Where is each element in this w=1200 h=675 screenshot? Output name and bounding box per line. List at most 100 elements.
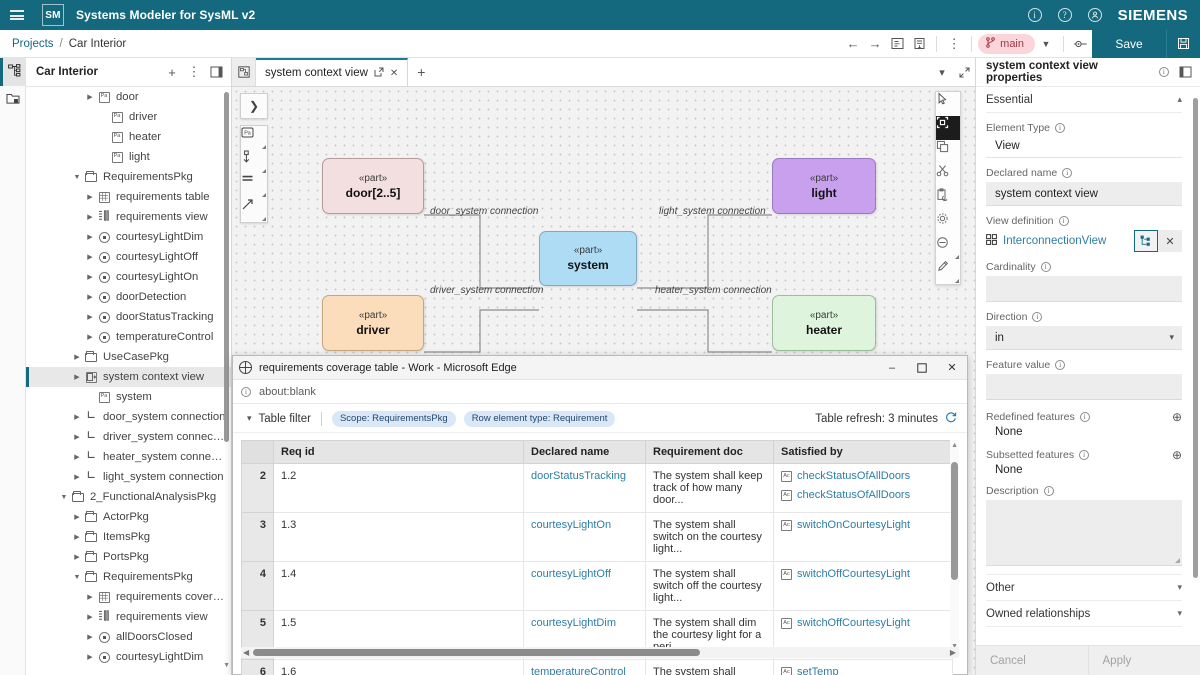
diagram-node-light[interactable]: «part»light: [772, 158, 876, 214]
tree-item-courtesylightoff[interactable]: ▶courtesyLightOff: [26, 247, 232, 267]
chevron-right-icon[interactable]: ▶: [84, 193, 96, 201]
description-textarea[interactable]: [986, 500, 1182, 566]
tree-item-doorstatustracking[interactable]: ▶doorStatusTracking: [26, 307, 232, 327]
help-icon[interactable]: ?: [1050, 0, 1080, 30]
connection-tool-icon[interactable]: [241, 198, 267, 222]
save-disk-icon[interactable]: [1166, 30, 1200, 58]
section-other[interactable]: Other ▾: [986, 574, 1182, 600]
attribute-tool-icon[interactable]: [241, 174, 267, 198]
declared-name-input[interactable]: system context view: [986, 182, 1182, 206]
port-tool-icon[interactable]: [241, 150, 267, 174]
more-vertical-icon[interactable]: ⋮: [943, 30, 965, 58]
chevron-right-icon[interactable]: ▶: [71, 413, 83, 421]
tree-item-light[interactable]: Palight: [26, 147, 232, 167]
tree-item-alldoorsclosed[interactable]: ▶allDoorsClosed: [26, 627, 232, 647]
info-circle-icon[interactable]: i: [1055, 360, 1065, 370]
chevron-right-icon[interactable]: ▶: [71, 433, 83, 441]
chevron-right-icon[interactable]: ▶: [71, 353, 83, 361]
chevron-right-icon[interactable]: ▶: [84, 273, 96, 281]
chevron-right-icon[interactable]: ▶: [71, 453, 83, 461]
cell-satisfied-by[interactable]: AcswitchOffCourtesyLight: [774, 562, 953, 611]
chevron-right-icon[interactable]: ▶: [84, 653, 96, 661]
hscroll-right-arrow[interactable]: ▶: [950, 648, 956, 657]
tree-vertical-scrollbar[interactable]: [224, 92, 229, 442]
close-icon[interactable]: ✕: [390, 68, 398, 79]
table-body[interactable]: 21.2doorStatusTrackingThe system shall k…: [242, 464, 953, 675]
cell-satisfied-by[interactable]: AccheckStatusOfAllDoorsAccheckStatusOfAl…: [774, 464, 953, 513]
maximize-button[interactable]: [907, 356, 937, 380]
expand-palette-icon[interactable]: ❯: [241, 94, 267, 118]
tree-item-requirements-table[interactable]: ▶requirements table: [26, 187, 232, 207]
branch-selector[interactable]: main: [978, 34, 1035, 54]
collapse-panel-icon[interactable]: [205, 61, 227, 83]
section-references[interactable]: References ▾: [986, 626, 1182, 631]
model-tree[interactable]: ▶PadoorPadriverPaheaterPalight▼Requireme…: [26, 87, 232, 675]
tree-item-door-system-connection[interactable]: ▶door_system connection: [26, 407, 232, 427]
cardinality-input[interactable]: [986, 276, 1182, 302]
satisfied-by-link[interactable]: setTemp: [797, 666, 839, 675]
cancel-button[interactable]: Cancel: [976, 646, 1088, 675]
cell-declared-name[interactable]: doorStatusTracking: [524, 464, 646, 513]
minimize-button[interactable]: –: [877, 356, 907, 380]
table-column-header[interactable]: Declared name: [524, 441, 646, 464]
chevron-right-icon[interactable]: ▶: [84, 293, 96, 301]
chevron-right-icon[interactable]: ▶: [84, 313, 96, 321]
tree-item-doordetection[interactable]: ▶doorDetection: [26, 287, 232, 307]
cell-satisfied-by[interactable]: AcsetTempAccompareTemp: [774, 660, 953, 675]
compare-icon[interactable]: [886, 30, 908, 58]
chevron-right-icon[interactable]: ▶: [84, 333, 96, 341]
commit-icon[interactable]: [908, 30, 930, 58]
paste-icon[interactable]: [936, 188, 960, 212]
info-circle-icon[interactable]: i: [1062, 168, 1072, 178]
chevron-right-icon[interactable]: ▶: [71, 513, 83, 521]
satisfied-by-link[interactable]: checkStatusOfAllDoors: [797, 489, 910, 501]
apply-button[interactable]: Apply: [1088, 646, 1200, 675]
tree-item-heater-system-connection[interactable]: ▶heater_system connection: [26, 447, 232, 467]
chevron-right-icon[interactable]: ▶: [84, 253, 96, 261]
breadcrumb-projects[interactable]: Projects: [12, 38, 54, 50]
table-column-header[interactable]: Requirement doc: [646, 441, 774, 464]
chevron-right-icon[interactable]: ▶: [84, 213, 96, 221]
tree-item-itemspkg[interactable]: ▶ItemsPkg: [26, 527, 232, 547]
info-circle-icon[interactable]: i: [241, 387, 251, 397]
chevron-right-icon[interactable]: ▶: [71, 373, 83, 381]
section-owned-relationships[interactable]: Owned relationships ▾: [986, 600, 1182, 626]
copy-icon[interactable]: [936, 140, 960, 164]
table-vertical-scrollbar[interactable]: ▲ ▼: [950, 440, 959, 652]
collapse-panel-icon[interactable]: [1175, 61, 1196, 83]
chevron-right-icon[interactable]: ▶: [84, 593, 96, 601]
filter-chip-row-element-type[interactable]: Row element type: Requirement: [464, 411, 616, 427]
chevron-right-icon[interactable]: ▶: [71, 553, 83, 561]
tree-item-requirements-coverage-table[interactable]: ▶requirements coverage table: [26, 587, 232, 607]
hscroll-left-arrow[interactable]: ◀: [243, 648, 249, 657]
tree-item-heater[interactable]: Paheater: [26, 127, 232, 147]
info-circle-icon[interactable]: i: [1153, 61, 1174, 83]
tree-item-requirementspkg[interactable]: ▼RequirementsPkg: [26, 567, 232, 587]
info-icon[interactable]: i: [1020, 0, 1050, 30]
diagram-node-door[interactable]: «part»door[2..5]: [322, 158, 424, 214]
table-scroll-up-arrow[interactable]: ▲: [951, 442, 958, 449]
direction-select[interactable]: in ▾: [986, 326, 1182, 350]
close-button[interactable]: ✕: [937, 356, 967, 380]
add-tab-plus-icon[interactable]: +: [408, 58, 434, 86]
chevron-right-icon[interactable]: ▶: [71, 473, 83, 481]
chevron-down-icon[interactable]: ▼: [71, 574, 83, 581]
table-column-header[interactable]: Req id: [274, 441, 524, 464]
cell-declared-name[interactable]: courtesyLightOff: [524, 562, 646, 611]
cut-icon[interactable]: [936, 164, 960, 188]
hscroll-thumb[interactable]: [253, 649, 700, 656]
diagram-node-driver[interactable]: «part»driver: [322, 295, 424, 351]
satisfied-by-link[interactable]: switchOffCourtesyLight: [797, 568, 910, 580]
tree-item-requirementspkg[interactable]: ▼RequirementsPkg: [26, 167, 232, 187]
marquee-select-icon[interactable]: [936, 116, 960, 140]
satisfied-by-link[interactable]: checkStatusOfAllDoors: [797, 470, 910, 482]
plus-icon[interactable]: +: [161, 61, 183, 83]
cell-declared-name[interactable]: temperatureControl: [524, 660, 646, 675]
arrow-left-icon[interactable]: ←: [842, 30, 864, 58]
table-row[interactable]: 41.4courtesyLightOffThe system shall swi…: [242, 562, 953, 611]
info-circle-icon[interactable]: i: [1059, 216, 1069, 226]
table-row[interactable]: 61.6temperatureControlThe system shall m…: [242, 660, 953, 675]
tree-item-system-context-view[interactable]: ▶system context view: [26, 367, 232, 387]
tree-item-courtesylightdim[interactable]: ▶courtesyLightDim: [26, 227, 232, 247]
style-brush-icon[interactable]: [936, 260, 960, 284]
